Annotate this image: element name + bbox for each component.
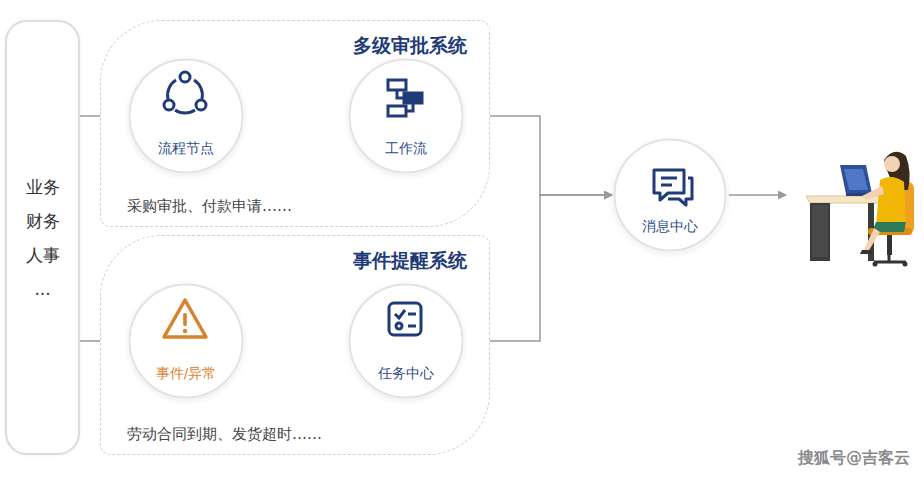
node-label: 流程节点	[128, 140, 244, 158]
node-label: 业务 财务 人事 ...	[23, 170, 62, 306]
task-icon	[389, 303, 421, 335]
process-circle: 任务中心	[348, 283, 464, 399]
process-circle: 工作流	[348, 58, 464, 174]
message-icon	[654, 170, 692, 205]
node-label: 任务中心	[348, 365, 464, 383]
node-label: 消息中心	[613, 218, 727, 236]
circle-outline	[613, 138, 727, 252]
circle-outline	[348, 58, 464, 174]
node-label: 事件/异常	[128, 365, 244, 383]
process-circle: 流程节点	[128, 58, 244, 174]
node-label: 工作流	[348, 140, 464, 158]
workflow-icon	[388, 80, 422, 116]
circle-outline	[348, 283, 464, 399]
system-group: 多级审批系统采购审批、付款申请…… 流程节点 工作流	[100, 20, 490, 227]
output-arrow	[729, 194, 786, 196]
watermark: 搜狐号@吉客云	[798, 448, 910, 469]
source-panel: 业务 财务 人事 ...	[5, 20, 80, 455]
group-title: 事件提醒系统	[353, 248, 467, 274]
system-group: 事件提醒系统劳动合同到期、发货超时…… 事件/异常 任务中心	[100, 235, 490, 455]
group-note: 采购审批、付款申请……	[127, 197, 292, 216]
group-title: 多级审批系统	[353, 33, 467, 59]
warning-icon	[164, 300, 206, 337]
event-circle: 事件/异常	[128, 283, 244, 399]
group-note: 劳动合同到期、发货超时……	[127, 425, 322, 444]
user-illustration	[806, 152, 914, 267]
circle-outline	[128, 283, 244, 399]
circle-outline	[128, 58, 244, 174]
cycle-icon	[164, 72, 206, 113]
hub-circle: 消息中心	[613, 138, 727, 252]
